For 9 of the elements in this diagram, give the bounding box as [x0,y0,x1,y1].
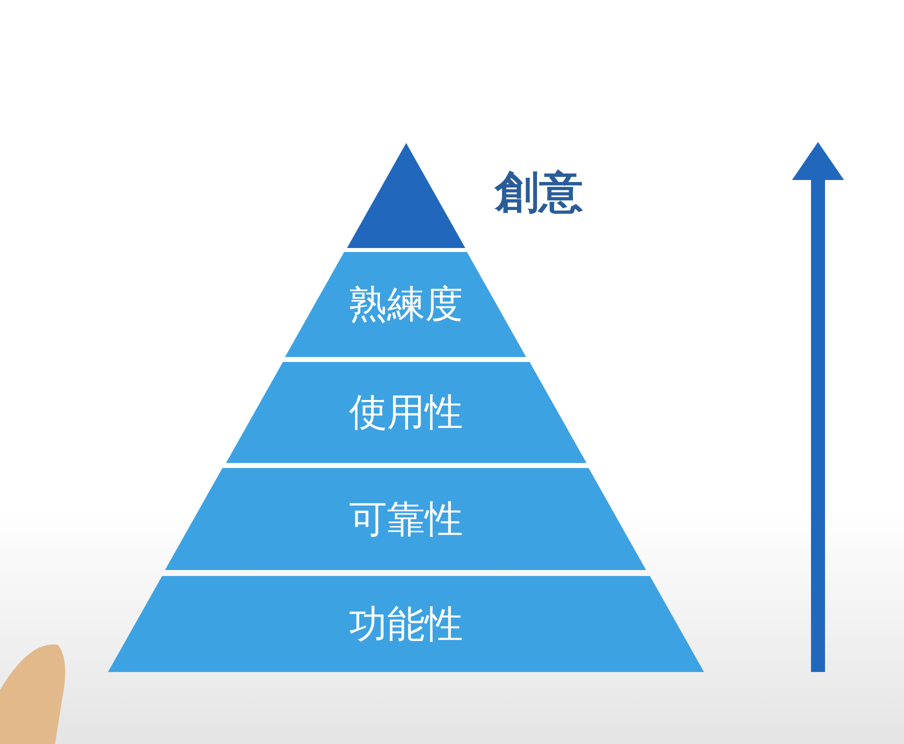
pyramid-level [226,362,586,463]
apex-label: 創意 [495,166,584,220]
level-label: 功能性 [349,600,463,648]
pyramid-level [108,576,704,672]
level-label: 可靠性 [348,496,463,542]
pyramid-level [165,468,647,570]
level-label: 使用性 [348,389,463,436]
level-label: 熟練度 [348,281,463,328]
pyramid-level [285,252,527,357]
